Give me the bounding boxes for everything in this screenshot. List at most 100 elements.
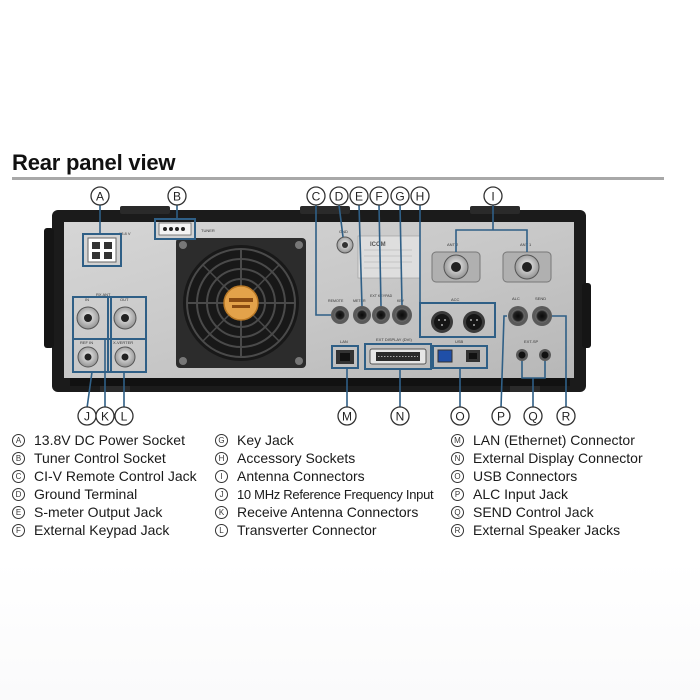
legend-letter-I: I <box>215 469 228 483</box>
legend-letter-Q: Q <box>451 505 464 519</box>
legend-item-L: L Transverter Connector <box>215 521 433 539</box>
label-in: IN <box>85 297 89 302</box>
callout-F: F <box>369 186 389 206</box>
legend-text-L: Transverter Connector <box>237 522 377 538</box>
label-acc: ACC <box>451 297 460 302</box>
tuner-socket <box>158 222 192 236</box>
ext-keypad-jack <box>372 306 390 324</box>
dc-power-socket <box>87 237 117 263</box>
rating-label-plate <box>357 235 421 279</box>
remote-jack <box>331 306 349 324</box>
legend-text-C: CI-V Remote Control Jack <box>34 468 197 484</box>
label-x-verter: X-VERTER <box>113 340 133 345</box>
legend-letter-L: L <box>215 523 228 537</box>
legend-text-J: 10 MHz Reference Frequency Input <box>237 486 434 502</box>
legend-text-H: Accessory Sockets <box>237 450 356 466</box>
legend-text-D: Ground Terminal <box>34 486 138 502</box>
callout-P: P <box>491 406 511 426</box>
legend-item-E: E S-meter Output Jack <box>12 503 197 521</box>
svg-text:J: J <box>84 410 90 424</box>
svg-text:O: O <box>455 410 464 424</box>
legend-letter-P: P <box>451 487 464 501</box>
x-verter-connector <box>107 338 147 373</box>
legend-item-N: N External Display Connector <box>451 449 643 467</box>
callout-K: K <box>95 406 115 426</box>
callout-lines <box>86 204 567 409</box>
label-meter: METER <box>353 299 366 303</box>
rear-panel-diagram: 13.8 V TUNER RX ANT <box>44 186 591 426</box>
label-ext-display: EXT DISPLAY (DVI) <box>376 337 412 342</box>
callout-I: I <box>483 186 503 206</box>
send-control-jacks <box>516 349 551 361</box>
legend-text-B: Tuner Control Socket <box>34 450 166 466</box>
background-gradient <box>0 560 700 700</box>
legend-letter-J: J <box>215 487 228 501</box>
brand-logo: ICOM <box>370 242 386 248</box>
alc-jack <box>508 306 528 326</box>
legend-text-O: USB Connectors <box>473 468 578 484</box>
callout-O: O <box>450 406 470 426</box>
svg-text:I: I <box>491 190 494 204</box>
legend-text-G: Key Jack <box>237 432 294 448</box>
callout-D: D <box>329 186 349 206</box>
svg-text:L: L <box>121 410 128 424</box>
legend-letter-N: N <box>451 451 464 465</box>
label-key: KEY <box>397 299 405 303</box>
legend-text-Q: SEND Control Jack <box>473 504 594 520</box>
legend-letter-A: A <box>12 433 25 447</box>
legend-item-I: I Antenna Connectors <box>215 467 433 485</box>
callout-N: N <box>390 406 410 426</box>
legend-text-E: S-meter Output Jack <box>34 504 163 520</box>
legend-letter-H: H <box>215 451 228 465</box>
callout-J: J <box>77 406 97 426</box>
svg-text:N: N <box>396 410 405 424</box>
ground-terminal <box>336 236 354 254</box>
callout-B: B <box>167 186 187 206</box>
callout-G: G <box>390 186 410 206</box>
legend-letter-M: M <box>451 433 464 447</box>
key-jack <box>392 305 412 325</box>
meter-jack <box>353 306 371 324</box>
svg-text:E: E <box>355 190 363 204</box>
legend-letter-K: K <box>215 505 228 519</box>
svg-text:G: G <box>395 190 404 204</box>
lan-port <box>331 345 359 369</box>
svg-text:K: K <box>101 410 109 424</box>
label-rx-ant: RX ANT <box>96 292 111 297</box>
svg-text:A: A <box>96 190 104 204</box>
tuner-socket-outline <box>154 218 196 240</box>
label-ext-sp: EXT-SP <box>524 339 539 344</box>
legend-item-P: P ALC Input Jack <box>451 485 643 503</box>
legend-item-B: B Tuner Control Socket <box>12 449 197 467</box>
label-ref-in: REF IN <box>80 340 93 345</box>
svg-text:D: D <box>335 190 344 204</box>
svg-text:M: M <box>342 410 352 424</box>
ext-speaker-jack <box>532 306 552 326</box>
callout-L: L <box>114 406 134 426</box>
legend-letter-O: O <box>451 469 464 483</box>
callout-M: M <box>337 406 357 426</box>
legend-letter-E: E <box>12 505 25 519</box>
legend-text-N: External Display Connector <box>473 450 643 466</box>
label-13-8v: 13.8 V <box>119 231 131 236</box>
title-underline <box>12 177 664 180</box>
legend-text-I: Antenna Connectors <box>237 468 365 484</box>
legend-letter-B: B <box>12 451 25 465</box>
legend-item-O: O USB Connectors <box>451 467 643 485</box>
legend-item-H: H Accessory Sockets <box>215 449 433 467</box>
label-usb: USB <box>455 339 464 344</box>
label-ant2: ANT 2 <box>447 242 459 247</box>
legend-letter-F: F <box>12 523 25 537</box>
label-lan: LAN <box>340 339 348 344</box>
rx-antenna-group <box>72 296 147 340</box>
cooling-fan <box>176 238 306 368</box>
callout-E: E <box>349 186 369 206</box>
callout-A: A <box>90 186 110 206</box>
legend-text-P: ALC Input Jack <box>473 486 568 502</box>
svg-text:H: H <box>416 190 425 204</box>
